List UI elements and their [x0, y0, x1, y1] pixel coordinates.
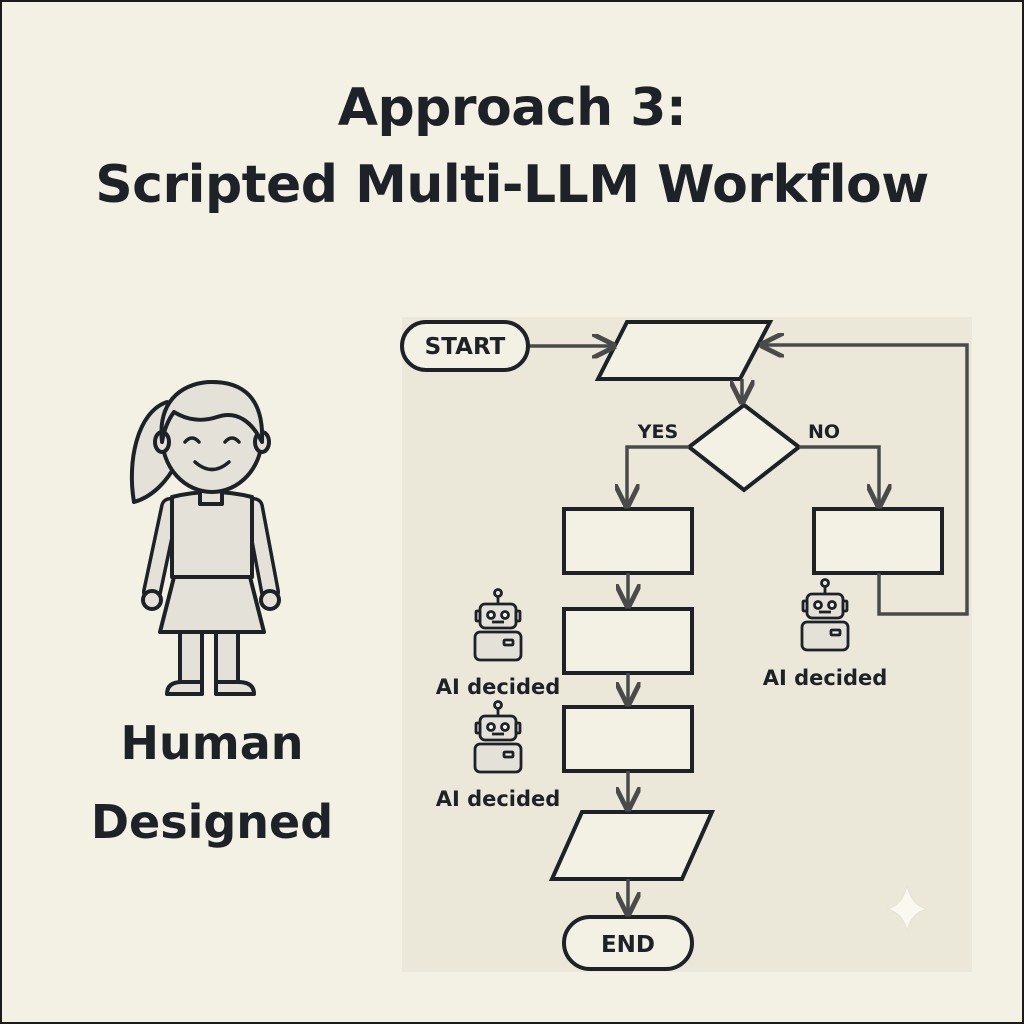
start-label: START [425, 334, 506, 360]
no-label: NO [808, 421, 840, 443]
title-line-1: Approach 3: [337, 78, 687, 138]
human-label-line-2: Designed [90, 795, 334, 849]
yes-label: YES [637, 421, 678, 443]
ai-decided-label-3: AI decided [763, 666, 888, 690]
sparkle-icon [886, 884, 928, 932]
flowchart-connectors [530, 345, 969, 914]
input-parallelogram [594, 320, 774, 381]
process-box-yes-1 [562, 507, 694, 575]
output-parallelogram [548, 810, 716, 881]
ai-decided-label-2: AI decided [436, 787, 561, 811]
robot-icon [800, 578, 850, 652]
robot-icon [473, 588, 523, 662]
process-box-yes-2 [562, 607, 694, 675]
title-line-2: Scripted Multi-LLM Workflow [95, 155, 929, 215]
start-node [400, 320, 530, 372]
decision-diamond [685, 402, 803, 493]
flowchart [400, 320, 944, 971]
process-box-yes-3 [562, 705, 694, 773]
process-box-no [812, 507, 944, 575]
end-node [562, 915, 694, 971]
girl-figure-icon [129, 380, 281, 696]
ai-decided-label-1: AI decided [436, 675, 561, 699]
end-label: END [601, 932, 655, 958]
human-label-line-1: Human [120, 716, 304, 770]
robot-icon [473, 700, 523, 774]
